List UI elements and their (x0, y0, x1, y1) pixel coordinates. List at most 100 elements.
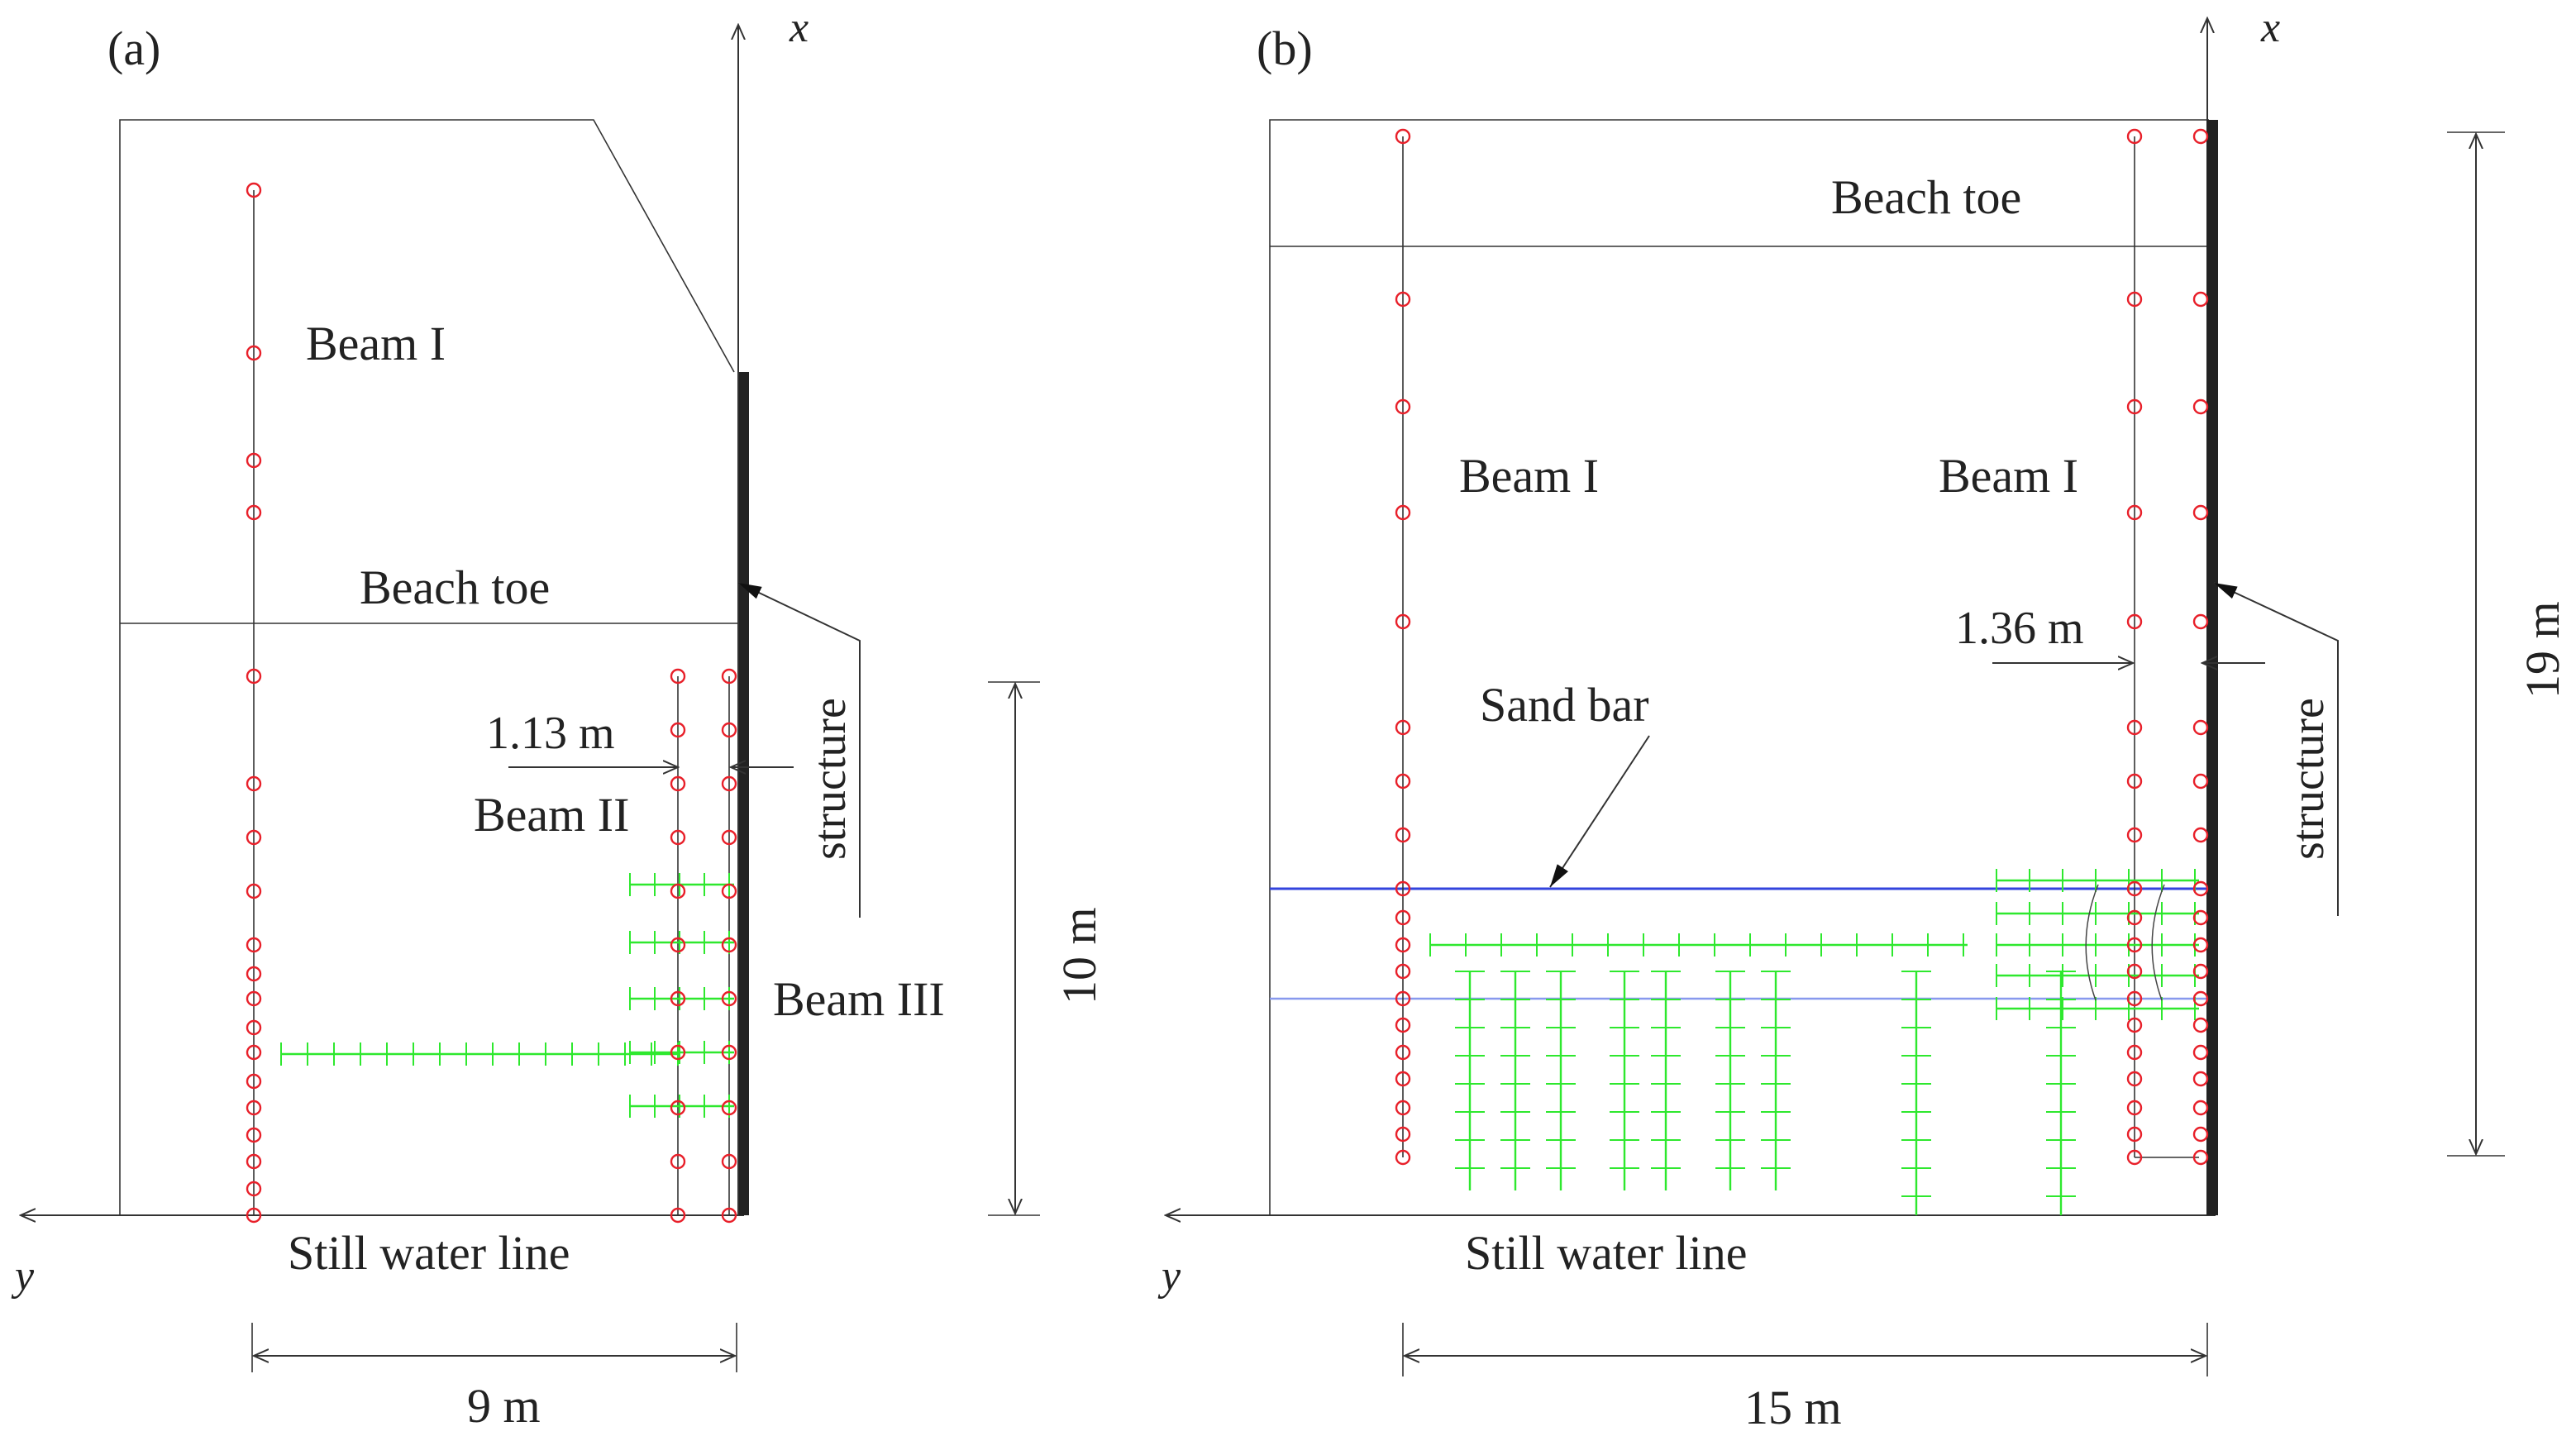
panel-a-height-label: 10 m (1052, 907, 1106, 1004)
panel-a-x-axis-label: x (789, 4, 809, 51)
wave-gauge-36 (721, 1100, 737, 1116)
panel-a-gauge-group (246, 182, 737, 1224)
wave-gauge-14 (246, 1100, 262, 1116)
wave-gauge-41 (1395, 128, 1411, 145)
wave-gauge-70 (2126, 937, 2143, 953)
wave-gauge-85 (2192, 773, 2209, 790)
wave-gauge-27 (670, 883, 686, 899)
wave-gauge-23 (670, 775, 686, 792)
wave-gauge-22 (721, 722, 737, 738)
wave-gauge-81 (2192, 398, 2209, 415)
wave-gauge-20 (721, 668, 737, 685)
wave-gauge-12 (246, 1044, 262, 1061)
panel-a-structure-label: structure (804, 698, 856, 860)
panel-b-still-water-line-label: Still water line (1465, 1226, 1748, 1280)
panel-b: (b) x y Sand bar structure Beach toe Bea… (1157, 4, 2569, 1434)
wave-gauge-52 (1395, 963, 1411, 980)
wave-gauge-96 (2192, 1126, 2209, 1143)
wave-gauge-4 (246, 668, 262, 685)
wave-gauge-46 (1395, 719, 1411, 736)
wave-gauge-60 (2126, 128, 2143, 145)
wave-gauge-29 (670, 937, 686, 953)
wave-gauge-8 (246, 937, 262, 953)
wave-gauge-5 (246, 775, 262, 792)
wave-gauge-45 (1395, 613, 1411, 630)
wave-gauge-11 (246, 1019, 262, 1036)
wave-gauge-13 (246, 1073, 262, 1090)
panel-a-grid-group (280, 873, 734, 1118)
wave-gauge-80 (2192, 291, 2209, 308)
wave-gauge-54 (1395, 1017, 1411, 1033)
wave-gauge-66 (2126, 773, 2143, 790)
wave-gauge-39 (670, 1207, 686, 1224)
wave-gauge-49 (1395, 880, 1411, 897)
wave-gauge-48 (1395, 827, 1411, 843)
panel-b-sandbar-pointer (1549, 735, 1650, 888)
wave-gauge-67 (2126, 827, 2143, 843)
wave-gauge-53 (1395, 990, 1411, 1007)
wave-gauge-82 (2192, 504, 2209, 521)
wave-gauge-58 (1395, 1126, 1411, 1143)
panel-b-domain-outline (1269, 119, 2209, 1215)
wave-gauge-64 (2126, 613, 2143, 630)
wave-gauge-86 (2192, 827, 2209, 843)
wave-gauge-44 (1395, 504, 1411, 521)
wave-gauge-40 (721, 1207, 737, 1224)
wave-gauge-68 (2126, 880, 2143, 897)
wave-gauge-72 (2126, 990, 2143, 1007)
wave-gauge-47 (1395, 773, 1411, 790)
wave-gauge-87 (2192, 880, 2209, 897)
wave-gauge-21 (670, 722, 686, 738)
panel-b-y-axis-label: y (1157, 1252, 1181, 1300)
wave-gauge-25 (670, 829, 686, 846)
panel-b-x-axis-label: x (2260, 4, 2280, 51)
wave-gauge-84 (2192, 719, 2209, 736)
wave-gauge-15 (246, 1127, 262, 1143)
panel-a-domain-outline (119, 119, 735, 1215)
wave-gauge-6 (246, 829, 262, 846)
wave-gauge-43 (1395, 398, 1411, 415)
wave-gauge-17 (246, 1181, 262, 1197)
panel-a: (a) x y structure Beam I Beach toe Beam … (11, 4, 1106, 1433)
panel-a-spacing-label: 1.13 m (486, 708, 615, 759)
panel-b-structure-pointer (2213, 582, 2339, 916)
wave-gauge-38 (721, 1153, 737, 1170)
wave-gauge-30 (721, 937, 737, 953)
wave-gauge-77 (2126, 1126, 2143, 1143)
wave-gauge-51 (1395, 937, 1411, 953)
wave-gauge-65 (2126, 719, 2143, 736)
wave-gauge-0 (246, 182, 262, 198)
wave-gauge-37 (670, 1153, 686, 1170)
wave-gauge-35 (670, 1100, 686, 1116)
wave-gauge-76 (2126, 1100, 2143, 1116)
wave-gauge-69 (2126, 909, 2143, 926)
wave-gauge-55 (1395, 1044, 1411, 1061)
wave-gauge-10 (246, 990, 262, 1007)
wave-gauge-42 (1395, 291, 1411, 308)
panel-a-beam-iii-label: Beam III (773, 972, 945, 1026)
panel-b-sandbar-label: Sand bar (1480, 678, 1649, 732)
wave-gauge-56 (1395, 1071, 1411, 1087)
wave-gauge-1 (246, 345, 262, 361)
wave-gauge-28 (721, 883, 737, 899)
wave-gauge-75 (2126, 1071, 2143, 1087)
panel-a-y-axis-label: y (11, 1252, 35, 1300)
wave-gauge-3 (246, 504, 262, 521)
wave-gauge-61 (2126, 291, 2143, 308)
wave-gauge-19 (670, 668, 686, 685)
wave-gauge-34 (721, 1044, 737, 1061)
panel-b-spacing-label: 1.36 m (1955, 603, 2084, 654)
wave-gauge-59 (1395, 1149, 1411, 1166)
wave-gauge-74 (2126, 1044, 2143, 1061)
panel-a-beam-ii-label: Beam II (474, 788, 629, 842)
wave-gauge-78 (2126, 1149, 2143, 1166)
panel-b-height-label: 19 m (2516, 601, 2569, 699)
wave-gauge-32 (721, 990, 737, 1007)
wave-gauge-63 (2126, 504, 2143, 521)
wave-gauge-2 (246, 452, 262, 469)
wave-gauge-83 (2192, 613, 2209, 630)
panel-b-structure-label: structure (2283, 698, 2334, 860)
panel-a-width-label: 9 m (467, 1379, 541, 1433)
wave-gauge-89 (2192, 937, 2209, 953)
